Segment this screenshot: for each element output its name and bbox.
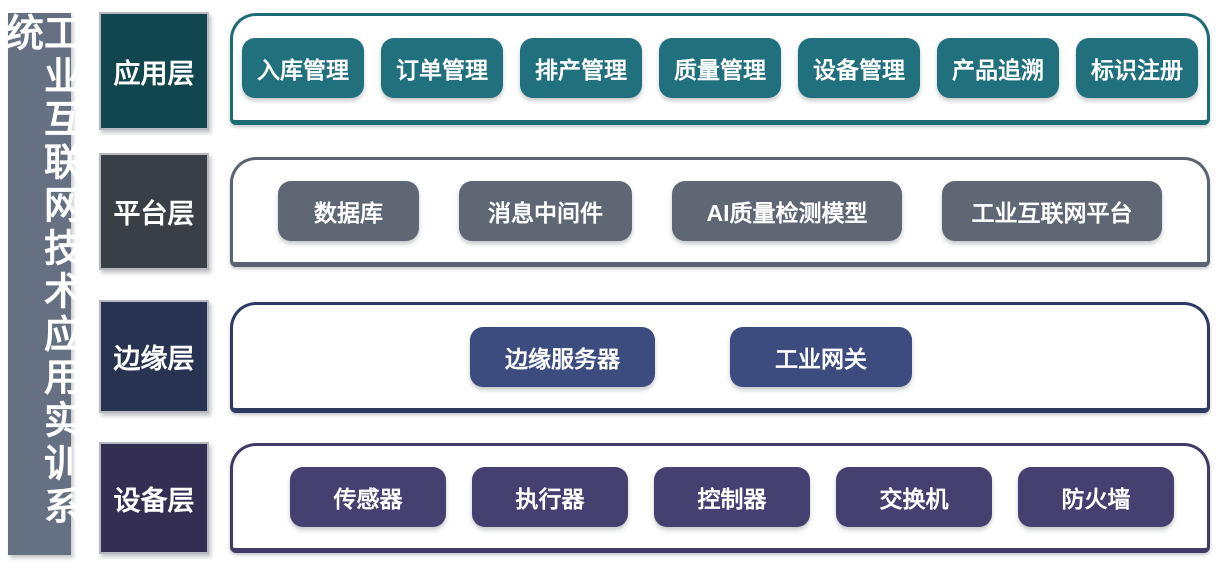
application-item-chip: 质量管理	[659, 38, 781, 98]
layer-label-text: 设备层	[113, 485, 195, 516]
layer-label-text: 平台层	[113, 199, 195, 229]
system-title-panel: 工业互联网技术应用实训系统	[0, 13, 80, 555]
layer-label-platform: 平台层	[99, 153, 209, 270]
edge-item-chip: 工业网关	[730, 326, 912, 387]
application-item-chip: 排产管理	[520, 38, 642, 98]
application-item-chip: 设备管理	[798, 38, 920, 98]
application-item-chip: 标识注册	[1076, 38, 1198, 98]
layer-box-platform: 数据库消息中间件 AI质量检测模型工业互联网平台	[230, 157, 1210, 267]
layer-box-edge: 边缘服务器 工业网关	[230, 302, 1210, 413]
layer-label-edge: 边缘层	[99, 300, 209, 413]
layer-box-device: 传感器执行器控制器交换机防火墙	[230, 443, 1210, 553]
application-item-chip: 入库管理	[242, 38, 364, 98]
layer-label-application: 应用层	[99, 12, 209, 130]
device-item-chip: 交换机	[836, 467, 992, 527]
device-item-chip: 传感器	[290, 467, 446, 527]
platform-item-chip: 消息中间件	[459, 181, 632, 241]
platform-item-chip: AI质量检测模型	[672, 181, 902, 241]
platform-item-chip: 工业互联网平台	[942, 181, 1162, 241]
layer-label-text: 应用层	[113, 58, 195, 89]
platform-item-chip: 数据库	[278, 181, 419, 241]
layer-label-text: 边缘层	[113, 344, 195, 374]
device-item-chip: 防火墙	[1018, 467, 1174, 527]
device-item-chip: 执行器	[472, 467, 628, 527]
application-item-chip: 产品追溯	[937, 38, 1059, 98]
application-item-chip: 订单管理	[381, 38, 503, 98]
device-item-chip: 控制器	[654, 467, 810, 527]
layer-box-application: 入库管理订单管理排产管理质量管理设备管理产品追溯标识注册	[230, 13, 1210, 125]
system-title: 工业互联网技术应用实训系统	[0, 13, 80, 529]
edge-item-chip: 边缘服务器	[470, 326, 655, 387]
layer-label-device: 设备层	[99, 442, 209, 554]
